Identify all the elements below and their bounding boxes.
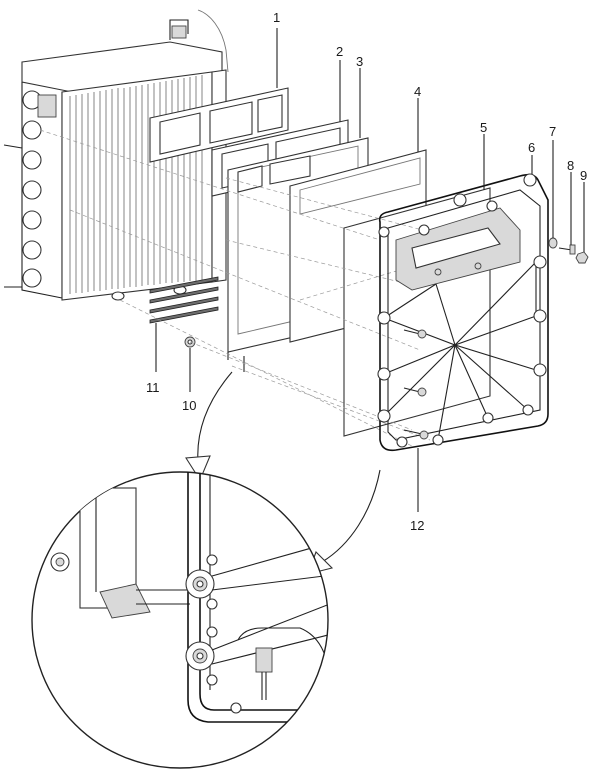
part-8-screw — [558, 244, 576, 255]
callout-10: 10 — [182, 398, 196, 413]
callout-7: 7 — [549, 124, 556, 139]
callout-labels: 1 2 3 4 5 6 7 8 9 10 11 12 — [146, 10, 587, 533]
cooling-fins — [69, 75, 203, 294]
callout-1: 1 — [273, 10, 280, 25]
detail-nut — [50, 552, 70, 572]
callout-12: 12 — [410, 518, 424, 533]
callout-11: 11 — [146, 380, 160, 395]
callout-8: 8 — [567, 158, 574, 173]
callout-3: 3 — [356, 54, 363, 69]
part-9-nut — [575, 251, 589, 264]
part-11-strips — [149, 276, 219, 324]
callout-4: 4 — [414, 84, 421, 99]
heat-exchanger — [3, 9, 229, 301]
callout-2: 2 — [336, 44, 343, 59]
pipe-fittings — [3, 90, 57, 288]
part-1-frame — [149, 87, 289, 163]
detail-view — [31, 471, 329, 769]
part-7-washer — [548, 237, 558, 249]
cover-screws — [403, 262, 482, 440]
cover-ribs — [383, 261, 537, 441]
part-6-ribbed-cover — [377, 173, 549, 452]
callout-9: 9 — [580, 168, 587, 183]
leader-lines — [155, 28, 585, 512]
cover-bosses — [377, 173, 547, 448]
callout-5: 5 — [480, 120, 487, 135]
callout-6: 6 — [528, 140, 535, 155]
